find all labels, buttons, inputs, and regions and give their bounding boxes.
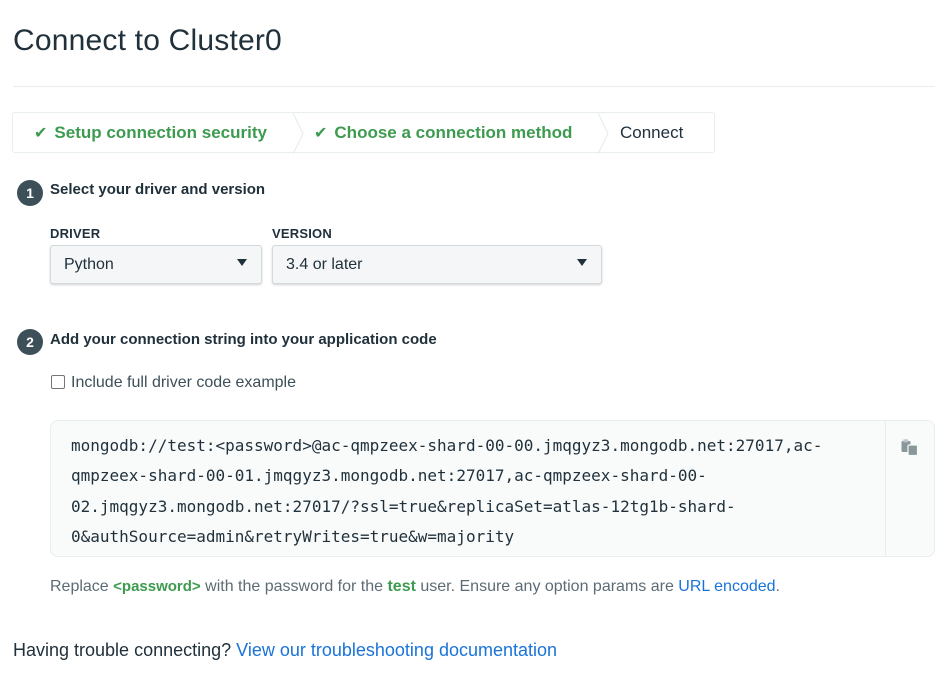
version-select-value: 3.4 or later [286, 255, 363, 273]
caret-down-icon [237, 259, 247, 266]
copy-icon[interactable] [900, 437, 920, 457]
include-full-code-checkbox[interactable] [51, 375, 65, 389]
chevron-right-icon [291, 113, 311, 154]
step-number-badge: 1 [17, 180, 43, 206]
connection-string-line: qmpzeex-shard-00-01.jmqgyz3.mongodb.net:… [71, 466, 707, 486]
connection-string-line: mongodb://test:<password>@ac-qmpzeex-sha… [71, 436, 823, 455]
username: test [387, 578, 416, 595]
include-full-code-label: Include full driver code example [71, 374, 297, 391]
trouble-text: Having trouble connecting? [13, 640, 237, 660]
step-label: Choose a connection method [334, 122, 573, 142]
connection-stepper: ✔ Setup connection security ✔ Choose a c… [12, 112, 715, 154]
connection-string-box: mongodb://test:<password>@ac-qmpzeex-sha… [50, 420, 935, 557]
include-full-code-row[interactable]: Include full driver code example [51, 374, 296, 392]
note-text: . [775, 578, 780, 595]
driver-select[interactable]: Python [50, 245, 262, 284]
version-select[interactable]: 3.4 or later [272, 245, 602, 284]
version-label: VERSION [272, 226, 332, 241]
check-icon: ✔ [314, 124, 328, 142]
password-token: <password> [113, 578, 201, 595]
step-label: Connect [620, 122, 684, 142]
note-text: user. Ensure any option params are [415, 578, 679, 595]
note-text: with the password for the [200, 578, 388, 595]
step-number-badge: 2 [17, 329, 43, 355]
connection-string-line: 02.jmqgyz3.mongodb.net:27017/?ssl=true&r… [71, 496, 736, 516]
header-divider [13, 86, 935, 87]
connection-string-text[interactable]: mongodb://test:<password>@ac-qmpzeex-sha… [71, 431, 871, 553]
step-choose-connection-method[interactable]: ✔ Choose a connection method [311, 113, 596, 152]
check-icon: ✔ [34, 124, 48, 142]
driver-label: DRIVER [50, 226, 101, 241]
url-encoded-link[interactable]: URL encoded [678, 578, 776, 595]
caret-down-icon [577, 259, 587, 266]
section-title-connection-string: Add your connection string into your app… [50, 331, 437, 348]
note-text: Replace [50, 578, 114, 595]
step-setup-connection-security[interactable]: ✔ Setup connection security [13, 113, 291, 152]
password-note: Replace <password> with the password for… [50, 578, 780, 596]
page-title: Connect to Cluster0 [13, 24, 282, 57]
troubleshooting-docs-link[interactable]: View our troubleshooting documentation [236, 640, 558, 660]
troubleshooting-row: Having trouble connecting? View our trou… [13, 640, 557, 661]
step-connect[interactable]: Connect [616, 113, 683, 152]
driver-select-value: Python [64, 255, 114, 273]
connection-string-line: 0&authSource=admin&retryWrites=true&w=ma… [71, 527, 515, 547]
step-label: Setup connection security [54, 122, 267, 142]
copy-column [885, 421, 934, 556]
section-title-driver: Select your driver and version [50, 181, 266, 198]
chevron-right-icon [596, 113, 616, 154]
